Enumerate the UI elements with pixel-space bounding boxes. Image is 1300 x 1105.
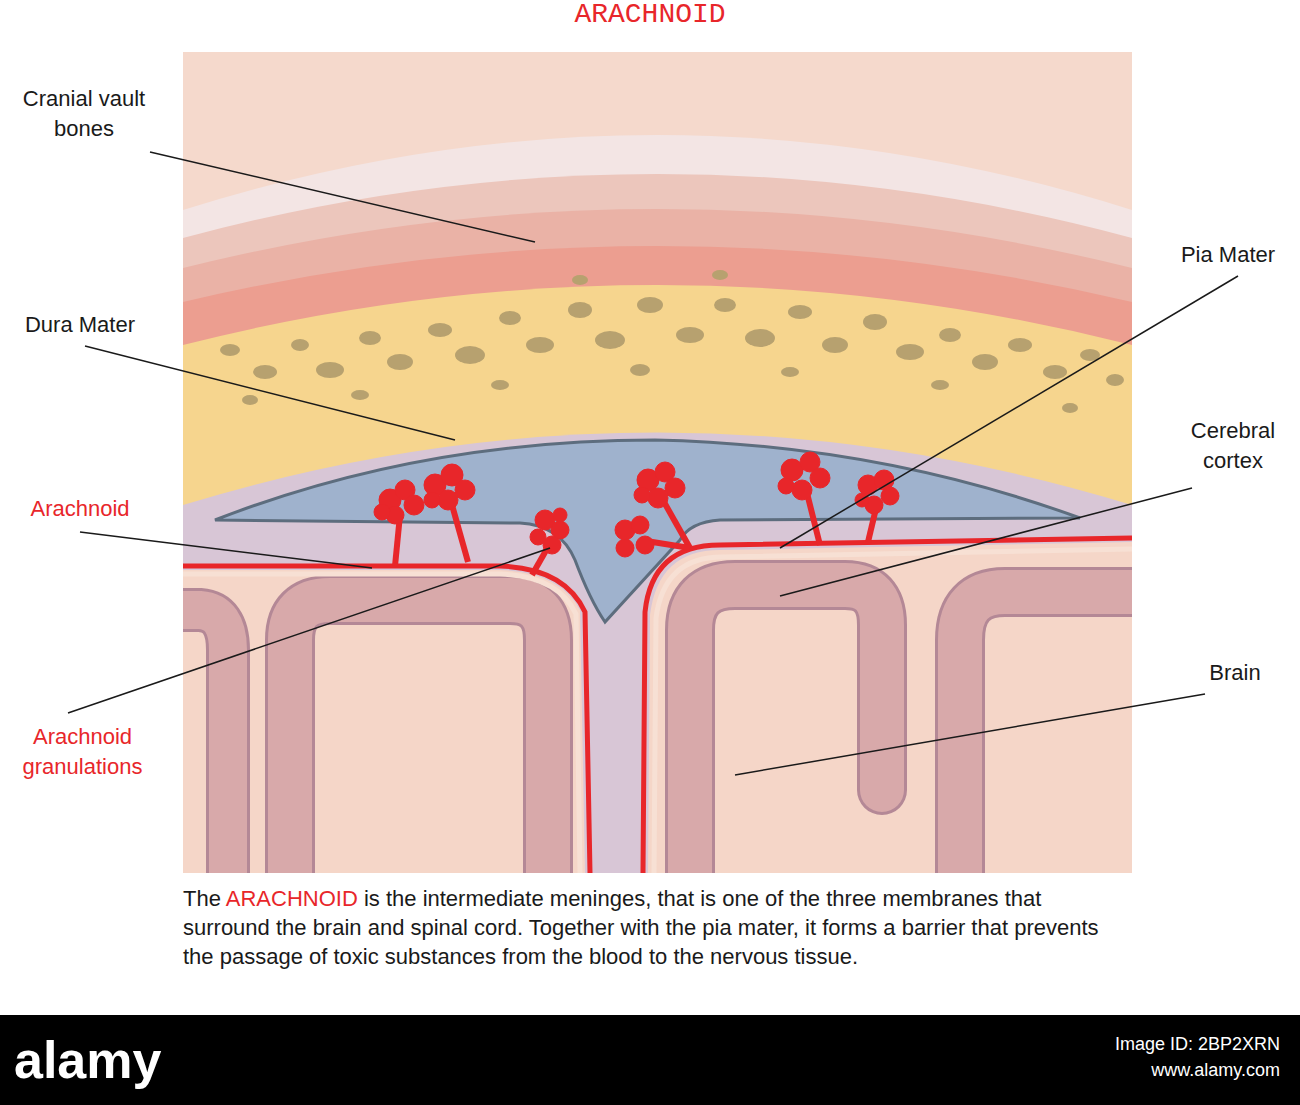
diagram-title: ARACHNOID [0, 0, 1300, 30]
watermark-url: www.alamy.com [900, 1058, 1280, 1082]
watermark-id: Image ID: 2BP2XRN [900, 1032, 1280, 1056]
arachnoid-membrane [183, 538, 1132, 873]
part-label: Arachnoid granulations [0, 722, 165, 782]
caption-highlight: ARACHNOID [226, 886, 358, 911]
part-label: Cranial vault bones [0, 84, 168, 144]
pia-mater-line [183, 549, 1132, 873]
part-label: Pia Mater [1160, 240, 1296, 270]
part-label: Cerebral cortex [1172, 416, 1294, 476]
bone-marrow-spots [220, 270, 1124, 413]
part-label: Arachnoid [0, 494, 160, 524]
part-label: Dura Mater [0, 310, 160, 340]
leader-lines [68, 152, 1238, 775]
part-label: Brain [1185, 658, 1285, 688]
watermark-logo: alamy [14, 1030, 274, 1090]
arachnoid-granulations [374, 452, 899, 575]
caption-text: The ARACHNOID is the intermediate mening… [183, 884, 1128, 971]
cross-section [183, 52, 1132, 873]
watermark-bar [0, 1015, 1300, 1105]
